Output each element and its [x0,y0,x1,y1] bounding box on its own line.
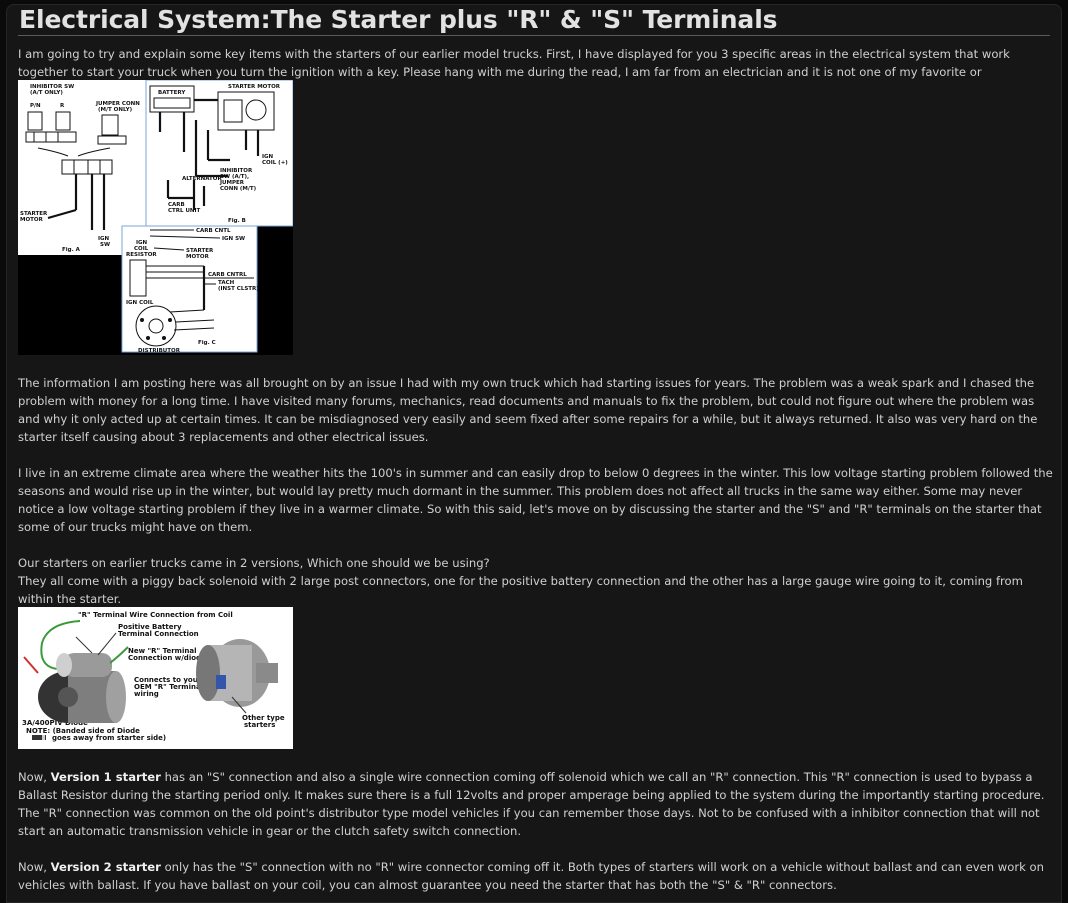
fig-new-r-diode-label: Connection w/diode [128,654,206,662]
fig-b-inhibitor-note: SW (A/T), [220,174,249,180]
fig-c-ign-sw-label: IGN SW [222,236,245,242]
fig-c-inst-label: (INST CLSTR) [218,286,259,292]
fig-c-carb-cntl-label: CARB CNTL [196,228,231,234]
fig-terminal-connection-label: Terminal Connection [118,630,199,638]
fig-b-ign-label: IGN [262,154,274,160]
fig-new-r-label: New "R" Terminal [128,647,196,655]
version1-text: has an "S" connection and also a single … [18,770,1045,838]
fig-a-motor-label: MOTOR [20,217,44,223]
fig-note-2-label: goes away from starter side) [52,734,166,742]
fig-b-battery-label: BATTERY [158,90,186,96]
fig-r-terminal-label: "R" Terminal Wire Connection from Coil [78,611,233,619]
fig-b-alternator-label: ALTERNATOR [182,176,222,182]
version1-label: Version 1 starter [50,770,161,784]
wiring-diagram-figure: INHIBITOR SW (A/T ONLY) JUMPER CONN (M/T… [18,80,293,355]
fig-c-ign-label: IGN [136,240,148,246]
fig-connects-label: Connects to your [134,676,202,684]
fig-other-label: Other type [242,714,285,722]
versions-paragraph: They all come with a piggy back solenoid… [18,574,1023,606]
fig-c-coil-label: COIL [134,246,149,252]
version2-paragraph: Now, Version 2 starter only has the "S" … [18,858,1058,894]
fig-a-jumper-note: (M/T ONLY) [98,107,133,113]
fig-a-pn-label: P/N [30,103,41,109]
climate-paragraph: I live in an extreme climate area where … [18,466,1053,534]
fig-a-caption: Fig. A [62,247,81,253]
page-title: Electrical System:The Starter plus "R" &… [19,5,778,34]
issue-paragraph: The information I am posting here was al… [18,376,1038,444]
version2-label: Version 2 starter [50,860,161,874]
fig-diode-label: 3A/400PIV Diode [22,719,88,727]
fig-c-resistor-label: RESISTOR [126,252,157,258]
versions-question: Our starters on earlier trucks came in 2… [18,556,490,570]
fig-b-caption: Fig. B [228,218,246,224]
fig-c-motor-label: MOTOR [186,254,210,260]
fig-b-inhibitor-label: INHIBITOR [220,168,253,174]
fig-c-tach-label: TACH [218,280,235,286]
fig-c-caption: Fig. C [198,340,216,346]
fig-c-distributor-label: DISTRIBUTOR [138,348,181,354]
intro-paragraph: I am going to try and explain some key i… [18,47,1010,97]
fig-a-inhibitor-note: (A/T ONLY) [30,90,63,96]
version1-paragraph: Now, Version 1 starter has an "S" connec… [18,768,1058,840]
fig-a-starter-label: STARTER [20,211,48,217]
fig-c-starter-label: STARTER [186,248,214,254]
fig-b-ctrl-label: CTRL UNIT [168,208,201,214]
fig-wiring-label: wiring [134,690,159,698]
fig-c-carb-cntrl-label: CARB CNTRL [208,272,247,278]
fig-a-r-label: R [60,103,65,109]
fig-a-ign-label: IGN [98,236,110,242]
fig-a-inhibitor-label: INHIBITOR SW [30,84,74,90]
fig-b-starter-motor-label: STARTER MOTOR [228,84,281,90]
fig-note-label: NOTE: (Banded side of Diode [26,727,140,735]
fig-b-coil-label: COIL (+) [262,160,288,166]
title-divider [18,35,1050,36]
fig-b-jumper-note: CONN (M/T) [220,186,257,192]
fig-b-carb-label: CARB [168,202,185,208]
fig-oem-r-label: OEM "R" Terminal [134,683,203,691]
fig-positive-battery-label: Positive Battery [118,623,182,631]
fig-starters-label: starters [244,721,275,729]
fig-b-jumper-label: JUMPER [219,180,245,186]
starter-diode-figure: "R" Terminal Wire Connection from Coil P… [18,607,293,749]
version2-lead: Now, [18,860,51,874]
fig-a-sw-label: SW [100,242,110,248]
fig-a-jumper-label: JUMPER CONN [95,101,140,107]
fig-c-ign-coil-label: IGN COIL [126,300,154,306]
version2-text: only has the "S" connection with no "R" … [18,860,1044,892]
version1-lead: Now, [18,770,51,784]
